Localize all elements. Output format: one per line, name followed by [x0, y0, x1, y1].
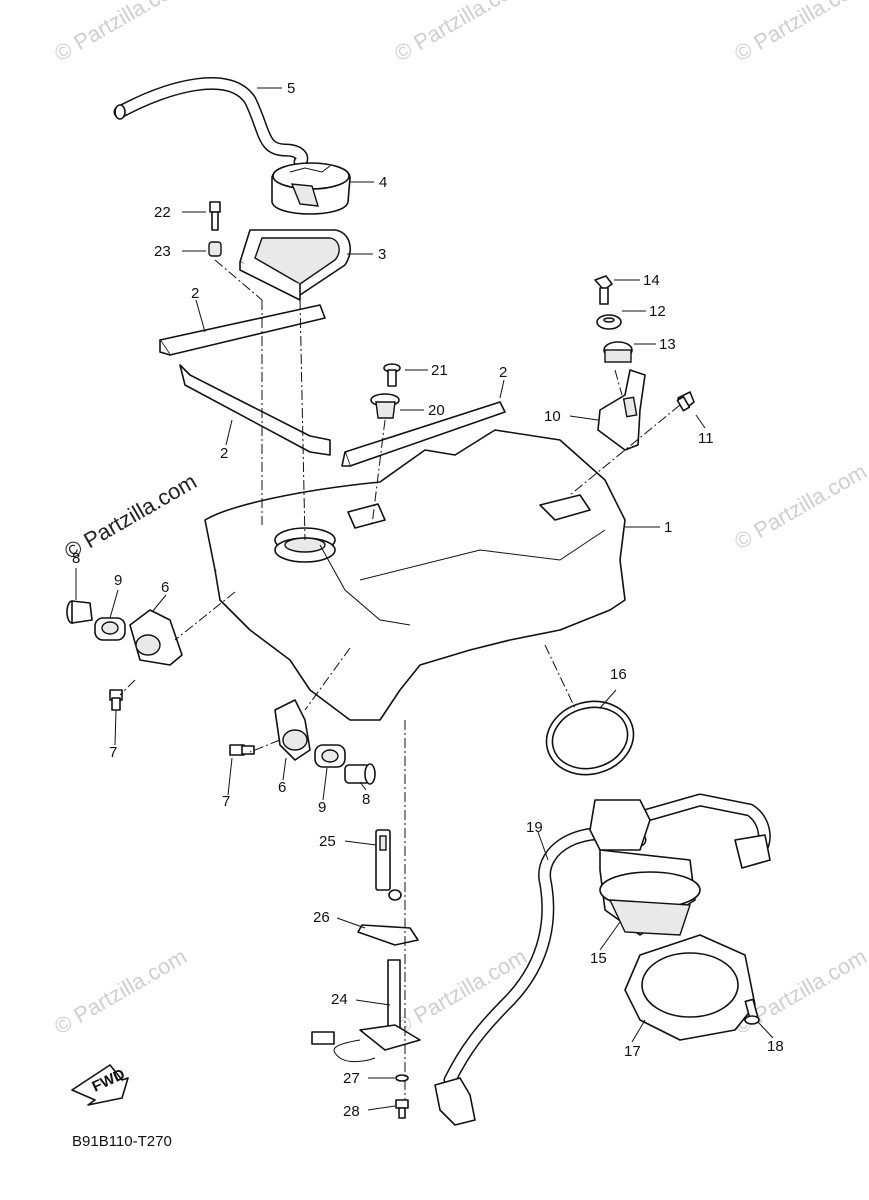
callout-6-left: 6: [161, 579, 169, 596]
callout-4: 4: [379, 174, 387, 191]
callout-16: 16: [610, 666, 627, 683]
callout-8-right: 8: [362, 791, 370, 808]
callout-8-left: 8: [72, 550, 80, 567]
callout-14: 14: [643, 272, 660, 289]
part-7-bolt-right: [229, 744, 255, 756]
part-8-collar-left: [66, 600, 93, 624]
part-13-grommet: [603, 341, 633, 363]
watermark-top-center: © Partzilla.com: [390, 0, 531, 66]
part-12-washer: [596, 314, 622, 330]
part-9-damper-right: [314, 744, 346, 768]
callout-2-right: 2: [499, 364, 507, 381]
callout-13: 13: [659, 336, 676, 353]
part-14-bolt: [594, 275, 613, 305]
part-10-bracket: [597, 369, 646, 451]
part-2-strip-upper: [159, 304, 326, 356]
watermark-bottom-left: © Partzilla.com: [50, 944, 191, 1040]
part-16-gasket: [545, 700, 635, 776]
callout-19: 19: [526, 819, 543, 836]
callout-12: 12: [649, 303, 666, 320]
callout-27: 27: [343, 1070, 360, 1087]
callout-leaders: [75, 87, 774, 1111]
callout-1: 1: [664, 519, 672, 536]
fwd-arrow: FWD: [71, 1064, 129, 1106]
callout-2-upper: 2: [191, 285, 199, 302]
assembly-guide-lines: [119, 259, 681, 1100]
part-23-collar: [208, 241, 222, 257]
callout-24: 24: [331, 991, 348, 1008]
callout-25: 25: [319, 833, 336, 850]
callout-26: 26: [313, 909, 330, 926]
callout-5: 5: [287, 80, 295, 97]
callout-9-right: 9: [318, 799, 326, 816]
part-2-strip-left: [179, 364, 331, 456]
watermark-main: © Partzilla.com: [60, 469, 201, 565]
part-3-cap-seat: [239, 229, 351, 301]
callout-9-left: 9: [114, 572, 122, 589]
watermark-top-right: © Partzilla.com: [730, 0, 869, 66]
callout-18: 18: [767, 1038, 784, 1055]
part-11-bolt: [676, 391, 695, 412]
callout-20: 20: [428, 402, 445, 419]
part-20-grommet: [370, 393, 400, 419]
callout-23: 23: [154, 243, 171, 260]
callout-7-right: 7: [222, 793, 230, 810]
callout-7-left: 7: [109, 744, 117, 761]
part-2-strip-right: [341, 401, 506, 467]
part-6-bracket-left: [129, 609, 183, 666]
part-19-fuel-hose: [434, 827, 647, 1126]
callout-11: 11: [698, 430, 714, 447]
part-18-bolt: [744, 998, 760, 1025]
part-26-gasket: [357, 924, 419, 946]
part-22-bolt: [209, 201, 221, 231]
callout-labels: 5 4 3 22 23 2 2 21 20 2 14 12 13 10 11 1…: [72, 80, 784, 1120]
callout-10: 10: [544, 408, 561, 425]
callout-17: 17: [624, 1043, 641, 1060]
callout-21: 21: [431, 362, 448, 379]
diagram-code: B91B110-T270: [72, 1133, 172, 1150]
callout-2-left: 2: [220, 445, 228, 462]
watermark-top-left: © Partzilla.com: [50, 0, 191, 66]
part-9-damper-left: [94, 617, 126, 641]
part-7-bolt-left: [109, 689, 123, 711]
part-1-fuel-tank: [204, 429, 626, 721]
part-6-bracket-right: [274, 699, 311, 761]
part-25-sender: [375, 829, 402, 901]
part-28-bolt: [395, 1099, 409, 1119]
callout-3: 3: [378, 246, 386, 263]
part-5-breather-hose: [113, 76, 309, 169]
part-27-washer: [395, 1074, 409, 1082]
part-17-retainer-plate: [624, 934, 756, 1041]
part-15-fuel-pump: [589, 793, 771, 936]
callout-28: 28: [343, 1103, 360, 1120]
part-8-collar-right: [344, 763, 376, 785]
callout-22: 22: [154, 204, 171, 221]
part-4-cap: [271, 162, 351, 215]
callout-15: 15: [590, 950, 607, 967]
callout-6-right: 6: [278, 779, 286, 796]
part-21-screw: [383, 363, 401, 387]
watermark-mid-right: © Partzilla.com: [730, 459, 869, 555]
